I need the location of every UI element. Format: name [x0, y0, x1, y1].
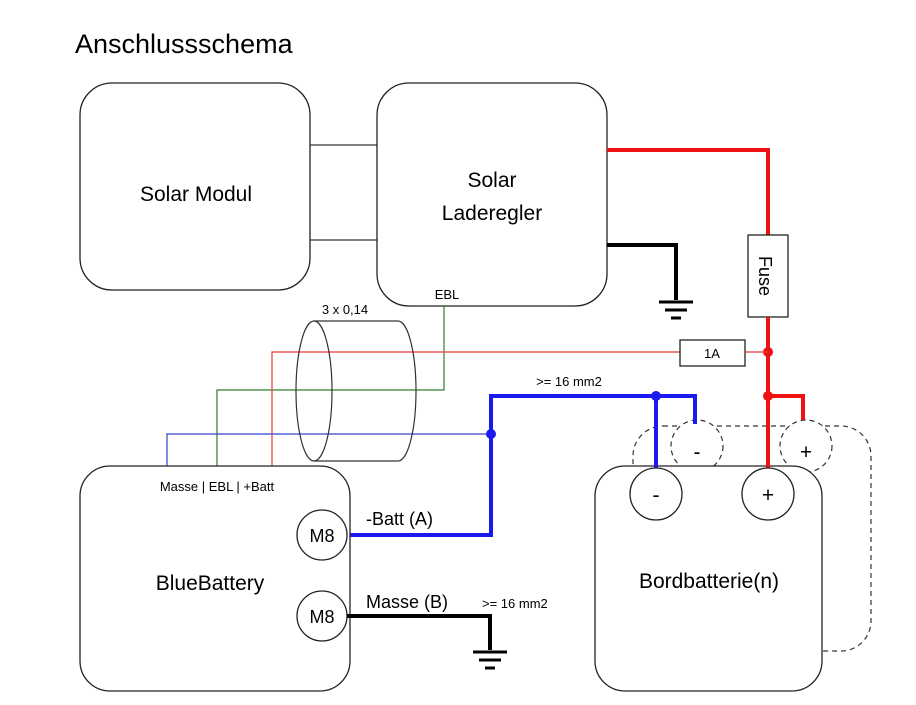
m8-top-label: M8 [309, 526, 334, 546]
terminal-minus-label: - [653, 484, 660, 507]
bluebattery-ground-wire [347, 614, 492, 650]
cross-section-bottom-label: >= 16 mm2 [482, 596, 548, 611]
masse-label: Masse (B) [366, 592, 448, 612]
red-wire-back-battery [768, 394, 805, 420]
m8-bottom-label: M8 [309, 607, 334, 627]
masse-sense-wire [166, 433, 492, 466]
plus-batt-sense-wire [271, 351, 680, 466]
cable-sleeve-body [314, 320, 417, 462]
bordbatterie-label: Bordbatterie(n) [639, 570, 779, 593]
blue-wire-main [349, 394, 697, 537]
solar-modul-box [79, 82, 311, 291]
laderegler-box [376, 82, 608, 307]
terminal-minus [629, 467, 683, 521]
laderegler-label-line1: Solar [467, 169, 516, 192]
regler-ground-wire [607, 243, 678, 300]
cross-section-top-label: >= 16 mm2 [536, 374, 602, 389]
ebl-wire [216, 306, 445, 466]
red-junction-back [763, 391, 773, 401]
diagram-title: Anschlussschema [75, 29, 294, 59]
fuse-1a-box [679, 339, 746, 367]
blue-junction-sense [486, 429, 496, 439]
neg-batt-label: -Batt (A) [366, 509, 433, 529]
back-terminal-plus-label: + [800, 441, 812, 464]
ebl-label: EBL [435, 287, 460, 302]
bluebattery-label: BlueBattery [156, 572, 265, 595]
terminal-plus-label: + [762, 484, 774, 507]
solar-modul-label: Solar Modul [140, 183, 252, 206]
bordbatterie-box [594, 465, 823, 692]
red-wire-top [607, 148, 770, 235]
m8-terminal-top [296, 509, 348, 561]
fuse-box [747, 234, 789, 318]
laderegler-label-line2: Laderegler [442, 202, 542, 225]
fuse-1a-label: 1A [704, 346, 720, 361]
blue-junction-battery [651, 391, 661, 401]
cable-label: 3 x 0,14 [322, 302, 368, 317]
back-terminal-minus-label: - [694, 441, 701, 464]
fuse-label: Fuse [755, 256, 775, 296]
ground-icon-bluebattery [473, 650, 507, 670]
ground-icon-regler [659, 300, 693, 320]
cable-sleeve-front [295, 320, 333, 462]
connector-label: Masse | EBL | +Batt [160, 479, 275, 494]
bluebattery-box [79, 465, 351, 692]
terminal-plus [741, 467, 795, 521]
